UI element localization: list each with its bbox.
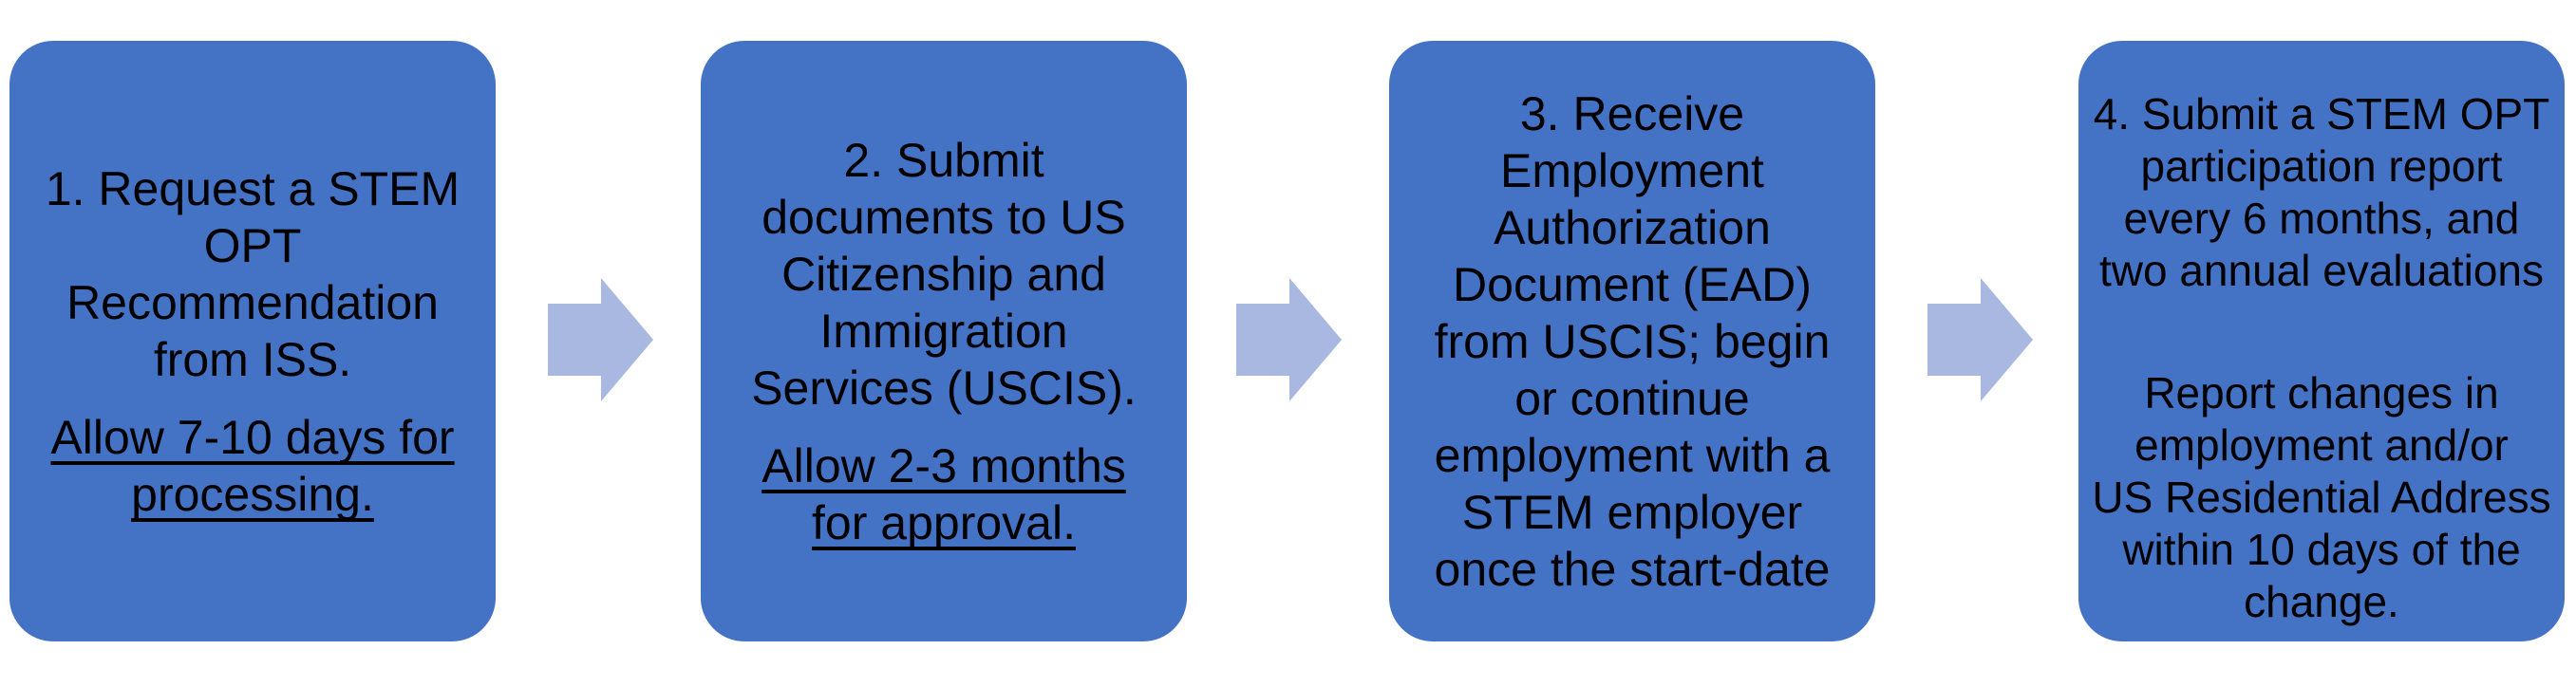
step-3-line: employment with a <box>1434 428 1831 482</box>
step-4-line: 4. Submit a STEM OPT <box>2093 89 2550 139</box>
step-4-line: every 6 months, and <box>2123 194 2520 243</box>
step-4-note-line: US Residential Address <box>2092 473 2551 522</box>
step-2-line: 2. Submit <box>843 133 1044 187</box>
step-3-line: Authorization <box>1494 200 1771 254</box>
step-1-box: 1. Request a STEM OPT Recommendation fro… <box>9 41 496 641</box>
step-3-line: STEM employer <box>1461 485 1803 539</box>
step-2-box: 2. Submit documents to US Citizenship an… <box>701 41 1187 641</box>
step-4-note-line: Report changes in <box>2144 368 2499 418</box>
step-2-approval-note: Allow 2-3 months for approval. <box>762 437 1126 551</box>
step-3-line: Document (EAD) <box>1453 257 1812 311</box>
step-2-line: Immigration <box>819 304 1068 358</box>
step-1-line: OPT <box>203 218 302 272</box>
step-3-line: from USCIS; begin <box>1434 314 1831 368</box>
step-4-note-line: change. <box>2244 577 2399 626</box>
step-1-body: 1. Request a STEM OPT Recommendation fro… <box>46 160 460 388</box>
step-4-note-line: employment and/or <box>2134 420 2509 470</box>
step-2-line: documents to US <box>762 190 1126 244</box>
step-4-body: 4. Submit a STEM OPT participation repor… <box>2094 88 2550 297</box>
step-4-note-line: within 10 days of the <box>2122 525 2521 574</box>
step-3-line: once the start-date <box>1434 542 1831 596</box>
step-1-note-line: processing. <box>131 467 374 521</box>
step-3-line: Employment <box>1500 143 1764 197</box>
step-3-body: 3. Receive Employment Authorization Docu… <box>1435 85 1831 598</box>
step-1-line: Recommendation <box>66 275 439 329</box>
step-4-line: two annual evaluations <box>2098 246 2544 295</box>
step-2-body: 2. Submit documents to US Citizenship an… <box>751 132 1137 417</box>
right-arrow-icon <box>548 278 653 401</box>
step-2-line: Citizenship and <box>781 247 1106 301</box>
step-1-line: from ISS. <box>153 332 352 386</box>
step-1-processing-note: Allow 7-10 days for processing. <box>50 409 454 523</box>
step-2-note-line: Allow 2-3 months <box>762 438 1126 492</box>
step-3-line: or continue <box>1514 371 1750 425</box>
step-2-line: Services (USCIS). <box>751 361 1137 415</box>
step-1-note-line: Allow 7-10 days for <box>50 410 455 464</box>
right-arrow-icon <box>1927 278 2033 401</box>
step-4-box: 4. Submit a STEM OPT participation repor… <box>2078 41 2565 641</box>
step-3-box: 3. Receive Employment Authorization Docu… <box>1389 41 1875 641</box>
step-1-line: 1. Request a STEM <box>45 161 461 215</box>
step-4-report-changes-note: Report changes in employment and/or US R… <box>2092 367 2550 628</box>
right-arrow-icon <box>1236 278 1342 401</box>
step-4-line: participation report <box>2140 141 2503 191</box>
step-3-line: 3. Receive <box>1519 86 1745 140</box>
step-2-note-line: for approval. <box>812 495 1076 549</box>
